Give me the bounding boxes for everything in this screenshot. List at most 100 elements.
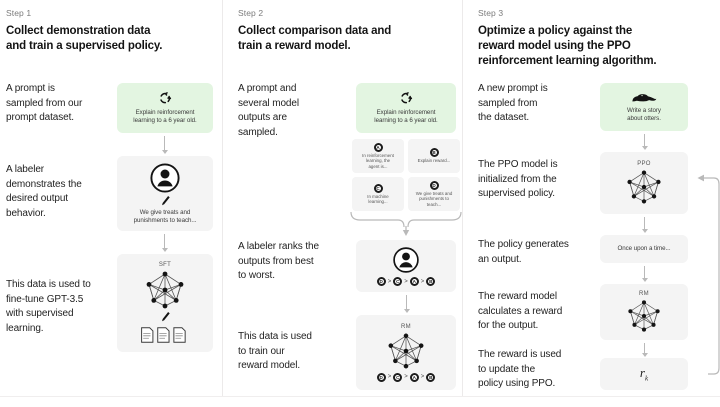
person-icon <box>392 246 420 274</box>
step-3-blurb-3-wrap: The policy generates an output. <box>478 238 600 267</box>
step-3-prompt-card[interactable]: Write a story about otters. <box>600 83 688 131</box>
option-text-b: Explain reward... <box>417 158 451 164</box>
rm-rank-sep-2: > <box>404 374 408 380</box>
step-1-labeler-text: We give treats and punishments to teach.… <box>133 209 197 224</box>
reward-symbol: rk <box>639 365 649 383</box>
rm-rank-sep-1: > <box>387 374 392 380</box>
step-3-blurb-4-wrap: The reward model calculates a reward for… <box>478 290 596 334</box>
step-1-sft-card[interactable]: SFT <box>117 254 213 352</box>
step-3-blurb-5-wrap: The reward is used to update the policy … <box>478 348 596 392</box>
step-3-rm-title: RM <box>639 291 649 297</box>
rm-rank-bubble-3: A <box>409 372 419 382</box>
step-1-blurb-1: A prompt is sampled from our prompt data… <box>6 83 83 123</box>
step-1-label: Step 1 <box>6 8 32 18</box>
neural-net-icon <box>383 332 429 370</box>
step-1-column: Step 1 Collect demonstration data and tr… <box>0 0 222 407</box>
step-1-blurb-3-wrap: This data is used to fine-tune GPT-3.5 w… <box>6 278 121 336</box>
step-2-column: Step 2 Collect comparison data and train… <box>223 0 462 407</box>
step-2-ranking-row: D > C > A > B <box>376 277 436 286</box>
option-text-c: In machine learning... <box>367 193 389 204</box>
step-2-prompt-card[interactable]: Explain reinforcement learning to a 6 ye… <box>356 83 456 133</box>
step-2-prompt-text: Explain reinforcement learning to a 6 ye… <box>374 109 438 124</box>
rank-sep-3: > <box>420 278 425 285</box>
option-card-d[interactable]: D We give treats and punishments to teac… <box>408 177 460 211</box>
recycle-icon <box>158 91 172 105</box>
step-3-title: Optimize a policy against the reward mod… <box>478 25 657 67</box>
step-3-arrow-4 <box>640 343 649 357</box>
rank-bubble-2: C <box>393 277 403 286</box>
documents-icon <box>140 326 190 344</box>
step-2-rm-ranking-row: D > C > A > B <box>376 372 436 382</box>
step-1-blurb-2: A labeler demonstrates the desired outpu… <box>6 164 82 219</box>
step-2-options-grid: A In reinforcement learning, the agent i… <box>350 139 462 211</box>
pencil-icon <box>160 311 171 323</box>
step-1-prompt-card[interactable]: Explain reinforcement learning to a 6 ye… <box>117 83 213 133</box>
recycle-icon <box>399 91 413 105</box>
step-2-blurb-2-wrap: A labeler ranks the outputs from best to… <box>238 240 350 284</box>
step-3-output-card[interactable]: Once upon a time... <box>600 235 688 263</box>
step-3-arrow-3 <box>640 266 649 282</box>
step-3-ppo-title: PPO <box>637 161 651 167</box>
step-3-label: Step 3 <box>478 8 504 18</box>
option-text-d: We give treats and punishments to teach.… <box>415 190 453 207</box>
step-2-rm-title: RM <box>401 323 411 330</box>
otter-icon <box>631 91 657 104</box>
step-2-blurb-3-wrap: This data is used to train our reward mo… <box>238 330 350 374</box>
step-3-feedback-loop-arrow <box>686 168 720 378</box>
rank-sep-2: > <box>404 278 408 285</box>
step-3-arrow-2 <box>640 217 649 233</box>
person-icon <box>149 162 181 194</box>
option-letter-b: B <box>429 148 439 158</box>
step-2-rm-card[interactable]: RM D > C > A > B <box>356 315 456 390</box>
step-3-blurb-1-wrap: A new prompt is sampled from the dataset… <box>478 82 590 126</box>
option-letter-a: A <box>373 142 383 152</box>
step-3-blurb-3: The policy generates an output. <box>478 239 569 265</box>
step-1-title: Collect demonstration data and train a s… <box>6 25 163 52</box>
step-1-prompt-text: Explain reinforcement learning to a 6 ye… <box>133 109 197 124</box>
step-3-blurb-4: The reward model calculates a reward for… <box>478 291 563 331</box>
step-3-blurb-2: The PPO model is initialized from the su… <box>478 159 558 199</box>
option-card-b[interactable]: B Explain reward... <box>408 139 460 173</box>
rm-rank-bubble-2: C <box>393 372 403 382</box>
step-2-arrow-2 <box>402 295 411 313</box>
step-2-blurb-1-wrap: A prompt and several model outputs are s… <box>238 82 348 140</box>
rm-rank-bubble-1: D <box>376 372 386 382</box>
step-1-arrow-1 <box>160 136 169 154</box>
rank-bubble-4: B <box>426 277 436 286</box>
step-3-blurb-1: A new prompt is sampled from the dataset… <box>478 83 548 123</box>
bottom-rule <box>0 396 720 397</box>
step-3-blurb-2-wrap: The PPO model is initialized from the su… <box>478 158 596 202</box>
rm-rank-sep-3: > <box>420 374 425 380</box>
step-3-column: Step 3 Optimize a policy against the rew… <box>463 0 720 407</box>
neural-net-icon <box>141 270 189 310</box>
option-card-c[interactable]: C In machine learning... <box>352 177 404 211</box>
column-divider-1 <box>222 0 223 396</box>
rm-rank-bubble-4: B <box>426 372 436 382</box>
column-divider-2 <box>462 0 463 396</box>
option-text-a: In reinforcement learning, the agent is.… <box>362 152 394 169</box>
step-1-blurb-1-wrap: A prompt is sampled from our prompt data… <box>6 82 111 126</box>
option-letter-c: C <box>373 183 383 193</box>
step-3-prompt-text: Write a story about otters. <box>627 107 661 122</box>
rank-bubble-3: A <box>409 277 419 286</box>
step-2-title: Collect comparison data and train a rewa… <box>238 25 392 52</box>
step-2-blurb-2: A labeler ranks the outputs from best to… <box>238 241 319 281</box>
rank-sep-1: > <box>387 278 392 285</box>
step-3-arrow-1 <box>640 134 649 150</box>
step-3-reward-card[interactable]: rk <box>600 358 688 390</box>
option-letter-d: D <box>429 180 439 190</box>
step-2-ranker-card[interactable]: D > C > A > B <box>356 240 456 292</box>
step-2-blurb-3: This data is used to train our reward mo… <box>238 331 312 371</box>
option-card-a[interactable]: A In reinforcement learning, the agent i… <box>352 139 404 173</box>
neural-net-icon <box>622 169 666 205</box>
step-1-sft-title: SFT <box>158 262 172 268</box>
step-2-merge-brace <box>348 210 464 238</box>
rank-bubble-1: D <box>376 277 386 286</box>
step-3-ppo-card[interactable]: PPO <box>600 152 688 214</box>
step-1-labeler-card[interactable]: We give treats and punishments to teach.… <box>117 156 213 231</box>
step-1-blurb-3: This data is used to fine-tune GPT-3.5 w… <box>6 279 91 334</box>
step-1-blurb-2-wrap: A labeler demonstrates the desired outpu… <box>6 163 121 221</box>
step-3-rm-card[interactable]: RM <box>600 284 688 340</box>
neural-net-icon <box>623 299 665 333</box>
